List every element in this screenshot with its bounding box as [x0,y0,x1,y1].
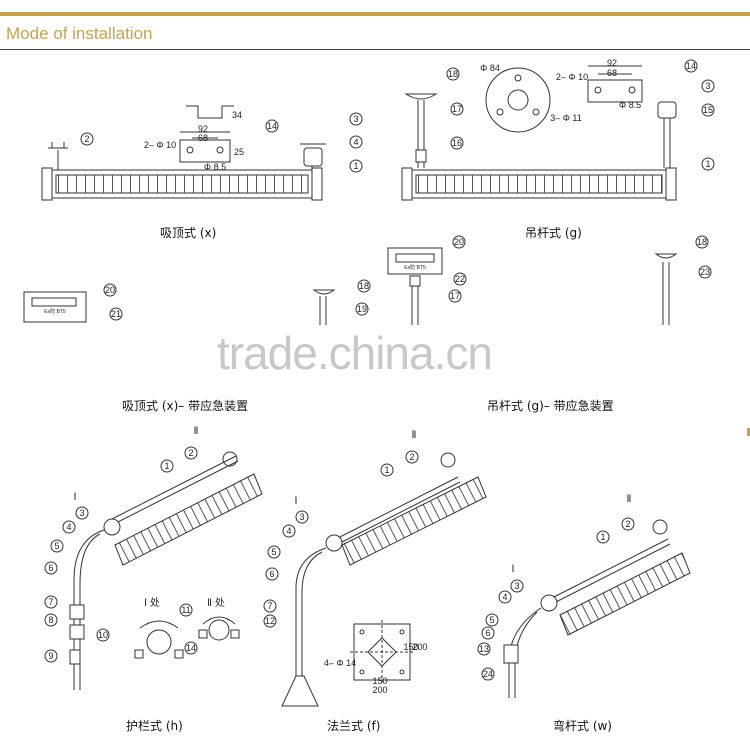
callout-h8: 8 [48,615,53,625]
callout-f4: 4 [286,526,291,536]
callout-w24: 24 [483,669,493,679]
callout-h7: 7 [48,597,53,607]
caption-bent-pole: 弯杆式 (w) [553,719,612,733]
callout-b18: 18 [448,69,458,79]
emergency-pendant-mid [312,247,443,325]
callout-h4: 4 [66,522,71,532]
callout-b15: 15 [703,105,713,115]
dim-34: 34 [232,110,242,120]
callout-h1: 1 [164,461,169,471]
callout-w1: 1 [600,532,605,542]
callout-f6: 6 [269,569,274,579]
dim-68-b: 68 [607,68,617,78]
dim-200-h: 200 [372,685,387,695]
dim-phi10-b: 2– Φ 10 [556,72,588,82]
callout-circles [44,59,715,681]
dim-150-v: 150 [403,642,418,652]
dim-68-a: 68 [198,133,208,143]
callout-d18: 18 [359,281,369,291]
callout-b14: 14 [686,61,696,71]
callout-d19: 19 [357,304,367,314]
bent-pole-lamp-drawing [503,538,691,698]
dim-200-v: 200 [412,642,427,652]
callout-a1: 1 [353,161,358,171]
emergency-box-text-mid: Ex防 BT5 [404,264,426,271]
dim-92-a: 92 [198,124,208,134]
callout-f5: 5 [271,547,276,557]
watermark: trade.china.cn [217,327,493,379]
callout-b3: 3 [705,81,710,91]
callout-w3: 3 [514,581,519,591]
caption-pendant: 吊杆式 (g) [525,226,582,240]
callout-w5: 5 [489,615,494,625]
callout-h5: 5 [54,541,59,551]
emergency-box-left [23,291,87,323]
callout-d20: 20 [454,237,464,247]
dim-phi14: 4– Φ 14 [324,658,356,668]
callout-h2: 2 [188,448,193,458]
emergency-box-text-left: Ex防 BT5 [44,308,66,315]
flange-lamp-drawing [281,476,487,707]
roman-ii-f: Ⅱ [412,430,417,441]
detail-ii-label: Ⅱ 处 [207,597,225,609]
callout-f2: 2 [409,452,414,462]
page-title: Mode of installation [6,24,153,43]
caption-guardrail: 护栏式 (h) [126,719,183,733]
callout-w13: 13 [479,644,489,654]
callout-c20: 20 [105,285,115,295]
callout-h3: 3 [79,508,84,518]
callout-d17: 17 [450,291,460,301]
callout-a4: 4 [353,137,358,147]
header-accent-bar [0,12,750,16]
callout-h10: 10 [98,630,108,640]
roman-ii-h: Ⅱ [194,426,199,437]
callout-e23: 23 [700,267,710,277]
callout-e18: 18 [697,237,707,247]
callout-f7: 7 [267,601,272,611]
callout-a14: 14 [267,121,277,131]
callout-w2: 2 [625,519,630,529]
caption-flange: 法兰式 (f) [327,719,381,733]
dim-92-b: 92 [607,58,617,68]
pendant-lamp-drawing [401,65,677,201]
roman-i-h: Ⅰ [74,492,77,503]
dim-phi10-a: 2– Φ 10 [144,140,176,150]
dim-phi85-a: Φ 8.5 [204,162,226,172]
dim-phi11: 3– Φ 11 [550,113,582,123]
callout-a3: 3 [353,114,358,124]
dim-25: 25 [234,147,244,157]
callout-b16: 16 [452,138,462,148]
emergency-pendant-right [654,253,678,325]
caption-ceiling: 吸顶式 (x) [160,226,217,240]
ceiling-lamp-drawing [41,105,326,201]
callout-w6: 6 [485,628,490,638]
roman-ii-w: Ⅱ [627,494,632,505]
roman-i-w: Ⅰ [512,564,515,575]
callout-h9: 9 [48,651,53,661]
callout-c21: 21 [111,309,121,319]
dim-phi84: Φ 84 [480,63,500,73]
detail-i-label: Ⅰ 处 [144,597,160,609]
callout-b1: 1 [705,159,710,169]
callout-f12: 12 [265,616,275,626]
callout-f3: 3 [299,512,304,522]
dim-phi85-b: Φ 8.5 [619,100,641,110]
caption-pendant-emergency: 吊杆式 (g)– 带应急装置 [487,399,614,413]
callout-w4: 4 [502,592,507,602]
callout-h11: 11 [181,605,190,615]
callout-b17: 17 [452,104,462,114]
caption-ceiling-emergency: 吸顶式 (x)– 带应急装置 [122,399,249,413]
side-accent-mark [747,428,750,436]
callout-a2: 2 [84,134,89,144]
dim-150-h: 150 [372,676,387,686]
callout-h14: 14 [186,643,196,653]
header-divider [0,49,750,50]
callout-h6: 6 [48,563,53,573]
roman-i-f: Ⅰ [295,496,298,507]
guardrail-lamp-drawing [69,455,263,690]
callout-f1: 1 [384,465,389,475]
callout-d22: 22 [455,274,465,284]
